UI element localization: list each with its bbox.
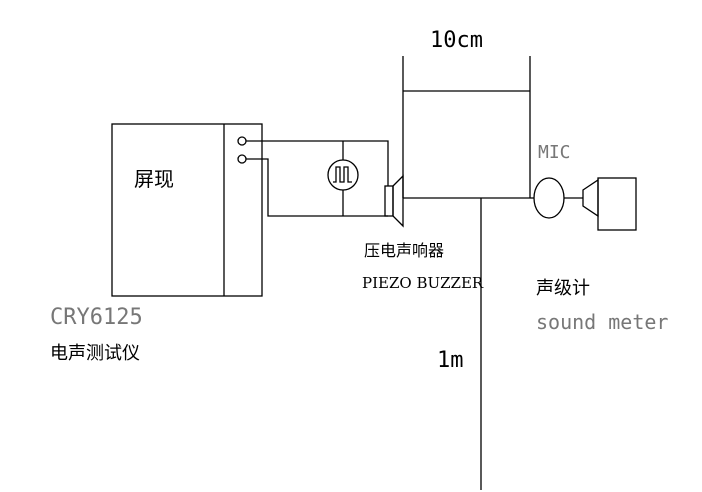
speaker-icon <box>384 174 404 228</box>
wire-top <box>246 140 389 186</box>
sound-meter-assembly: MIC <box>530 142 637 231</box>
mic-label: MIC <box>538 142 571 163</box>
instrument-model-label: CRY6125 <box>50 305 143 330</box>
dim-width-label: 10cm <box>430 28 483 53</box>
buzzer-label-cn: 压电声响器 <box>364 241 444 260</box>
wiring <box>246 140 389 217</box>
sound-meter-body <box>597 177 637 231</box>
terminal-top <box>237 136 247 146</box>
dim-height-label: 1m <box>437 348 464 373</box>
meter-label-en: sound meter <box>536 310 668 334</box>
instrument-body <box>111 123 263 297</box>
wire-bottom <box>246 158 388 217</box>
meter-neck <box>582 178 599 218</box>
instrument-name-label: 电声测试仪 <box>50 343 140 364</box>
microphone-icon <box>533 177 565 219</box>
terminal-bottom <box>237 154 247 164</box>
instrument-cry6125: 屏现 <box>111 123 263 297</box>
test-box: 10cm <box>402 28 531 199</box>
stand: 1m <box>437 198 482 490</box>
meter-label-cn: 声级计 <box>536 278 590 299</box>
instrument-screen-label: 屏现 <box>134 167 174 191</box>
square-wave-icon <box>327 159 359 191</box>
buzzer-label-en: PIEZO BUZZER <box>362 274 484 292</box>
